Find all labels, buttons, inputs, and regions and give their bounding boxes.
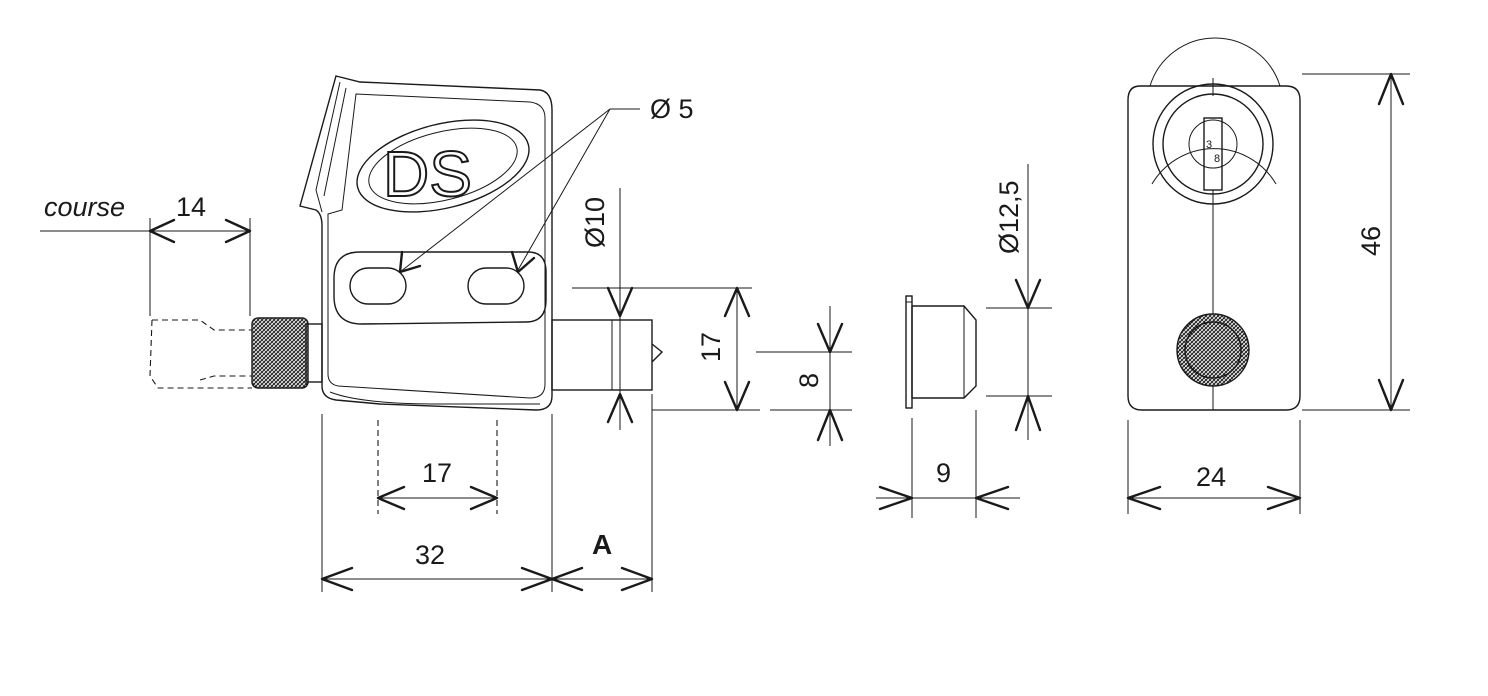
knob-travel-ghost: [149, 319, 252, 389]
mounting-hole-right: [467, 267, 525, 305]
label-variable-a: A: [592, 529, 612, 560]
label-hole-spacing: 17: [422, 458, 452, 488]
lock-body-side-view: [299, 75, 553, 411]
label-hole-diameter: Ø 5: [650, 94, 694, 124]
label-body-width: 32: [415, 540, 445, 570]
key-mark-bottom: 8: [1214, 153, 1220, 165]
label-front-width: 24: [1196, 462, 1226, 492]
locking-pin: [551, 319, 664, 391]
knurled-knob: [251, 317, 323, 389]
mounting-plate: [333, 251, 547, 325]
logo-text: DS: [383, 138, 472, 210]
front-view: 3 8: [1126, 37, 1410, 514]
label-stroke-14: 14: [176, 192, 206, 222]
label-pin-diameter: Ø10: [580, 197, 610, 248]
label-front-height: 46: [1356, 226, 1386, 256]
key-mark-top: 3: [1206, 139, 1212, 151]
label-sleeve-length: 9: [936, 458, 951, 488]
mounting-hole-left: [349, 267, 407, 305]
dimension-labels: course 14 Ø 5 Ø10 17 8 17 32 A Ø12,5 9 2…: [44, 94, 1386, 570]
label-sleeve-diameter: Ø12,5: [994, 180, 1024, 254]
sleeve-view: [876, 164, 1052, 518]
ds-logo: DS: [356, 119, 530, 213]
label-course: course: [44, 192, 125, 222]
dimensions-side: [40, 108, 852, 592]
label-pin-height: 17: [696, 332, 726, 362]
label-small-8: 8: [794, 373, 824, 388]
